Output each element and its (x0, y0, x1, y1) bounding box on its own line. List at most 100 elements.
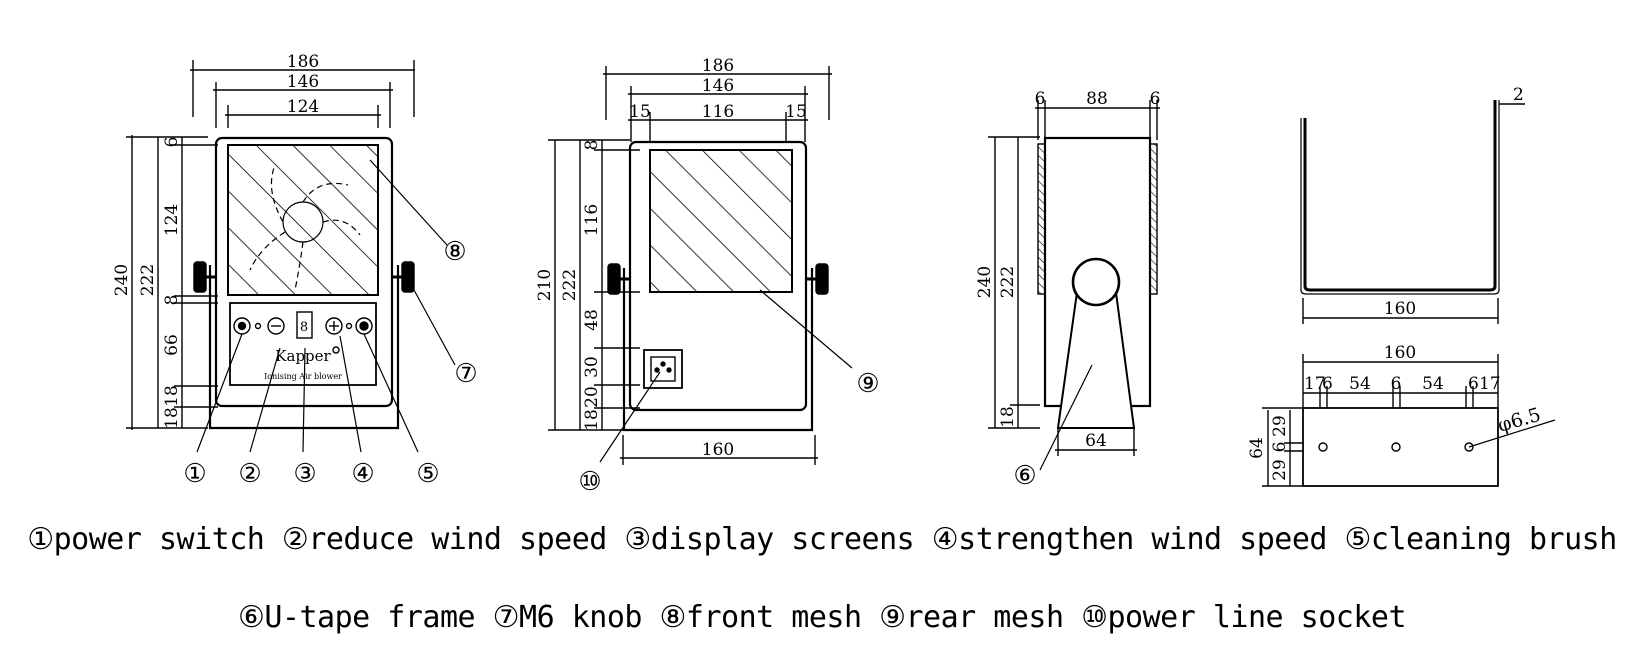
rear-mesh (649, 149, 793, 293)
dim-rear-h-top: 8 (582, 140, 602, 151)
dim-rear-h-gap: 48 (582, 309, 602, 331)
side-view (988, 100, 1160, 471)
dim-side-w-foot: 64 (1085, 431, 1107, 451)
front-height-dims (126, 135, 218, 430)
left-knob-icon (193, 261, 216, 293)
right-knob-icon (392, 261, 415, 293)
rear-right-knob-icon (806, 263, 829, 295)
rear-width-dims (603, 66, 832, 465)
display-screen (296, 311, 313, 339)
dim-front-h-gap: 8 (162, 295, 182, 306)
dim-front-width-inner: 124 (287, 97, 319, 117)
dim-side-height-total: 240 (975, 266, 995, 298)
minus-button-icon (267, 317, 285, 335)
mount-hole-icon (1391, 442, 1401, 452)
callout-1: ① (183, 459, 206, 489)
side-leader-line (1039, 364, 1093, 471)
legend-line-2: ⑥U-tape frame ⑦M6 knob ⑧front mesh ⑨rear… (237, 600, 1407, 635)
dim-front-height-body: 222 (138, 264, 158, 296)
side-bracket (1056, 284, 1136, 429)
fan-sketch-icon (249, 164, 361, 291)
mount-hole-icon (1318, 442, 1328, 452)
dim-rear-w-right: 15 (785, 102, 807, 122)
indicator-led-icon (254, 322, 262, 330)
dim-front-h-base: 18 (162, 407, 182, 429)
plus-button-icon (325, 317, 343, 335)
display-digit: 8 (300, 320, 308, 335)
callout-6: ⑥ (1013, 461, 1036, 491)
plate-view (1262, 354, 1556, 487)
callout-10: ⑩ (578, 467, 601, 497)
dim-rear-width-outer: 186 (702, 56, 734, 76)
dim-rear-h-socket: 30 (582, 356, 602, 378)
rear-housing (628, 140, 808, 412)
dim-plate-s5: 54 (1422, 374, 1444, 394)
rear-view (548, 66, 853, 465)
dim-front-height-total: 240 (112, 264, 132, 296)
dim-front-h-mesh: 124 (162, 204, 182, 236)
dim-side-h-base: 18 (998, 406, 1018, 428)
indicator-led-icon (345, 322, 353, 330)
rear-height-dims (548, 139, 640, 431)
callout-4: ④ (351, 459, 374, 489)
dim-plate-s2: 6 (1322, 374, 1333, 394)
callout-7: ⑦ (454, 359, 477, 389)
rear-u-frame (622, 268, 814, 432)
dimension-labels: 186 146 124 240 222 6 124 8 66 18 18 186… (112, 52, 1543, 481)
u-frame-view (1300, 100, 1525, 324)
dim-u-frame-thickness: 2 (1513, 85, 1524, 105)
dim-front-h-panel: 66 (162, 334, 182, 356)
dim-rear-w-base: 160 (702, 440, 734, 460)
power-switch-icon (233, 317, 251, 335)
dim-rear-h-low: 20 (582, 386, 602, 408)
rear-left-knob-icon (607, 263, 630, 295)
dim-front-width-outer: 186 (287, 52, 319, 72)
front-leader-lines (196, 159, 456, 453)
callout-8: ⑧ (443, 237, 466, 267)
dim-plate-h1: 29 (1270, 415, 1290, 437)
callout-9: ⑨ (856, 369, 879, 399)
dim-front-width-mid: 146 (287, 72, 319, 92)
side-pivot-icon (1071, 257, 1121, 307)
dim-u-frame-width: 160 (1384, 299, 1416, 319)
device-subtitle: Ionising Air blower (264, 372, 342, 381)
dim-side-w-right: 6 (1150, 89, 1161, 109)
power-socket-icon (643, 349, 683, 389)
dim-front-h-top: 6 (162, 137, 182, 148)
base-plate (1302, 407, 1499, 487)
front-mesh (227, 144, 379, 296)
dim-plate-s4: 6 (1391, 374, 1402, 394)
side-left-plate (1037, 143, 1046, 295)
callout-3: ③ (293, 459, 316, 489)
callout-labels: ① ② ③ ④ ⑤ ⑥ ⑦ ⑧ ⑨ ⑩ (183, 237, 1036, 497)
front-view (126, 60, 456, 453)
brush-button-icon (355, 317, 373, 335)
dim-front-h-bottom: 18 (162, 385, 182, 407)
dim-plate-h2: 6 (1270, 442, 1290, 453)
device-labels: Kapper Ionising Air blower 8 (264, 320, 342, 381)
front-width-dims (190, 60, 415, 128)
dim-plate-s7: 17 (1479, 374, 1501, 394)
dim-plate-width: 160 (1384, 343, 1416, 363)
dim-plate-height: 64 (1247, 437, 1267, 459)
dim-side-w-mid: 88 (1086, 89, 1108, 109)
dim-side-height-body: 222 (998, 266, 1018, 298)
side-right-plate (1149, 143, 1158, 295)
dim-rear-w-mesh: 116 (702, 102, 734, 122)
dim-rear-height-total: 210 (535, 269, 555, 301)
callout-5: ⑤ (416, 459, 439, 489)
dim-plate-s6: 6 (1468, 374, 1479, 394)
dim-rear-width-mid: 146 (702, 76, 734, 96)
legend-line-1: ①power switch ②reduce wind speed ③displa… (27, 522, 1617, 557)
mount-hole-icon (1464, 442, 1474, 452)
side-height-dims (988, 136, 1040, 429)
dim-plate-s3: 54 (1349, 374, 1371, 394)
callout-2: ② (238, 459, 261, 489)
dim-plate-s1: 17 (1304, 374, 1326, 394)
brand-label: Kapper (275, 347, 331, 365)
dim-rear-w-left: 15 (629, 102, 651, 122)
rear-leader-lines (599, 289, 853, 463)
sensor-dot-icon (332, 346, 340, 354)
dim-rear-h-mesh: 116 (582, 204, 602, 236)
